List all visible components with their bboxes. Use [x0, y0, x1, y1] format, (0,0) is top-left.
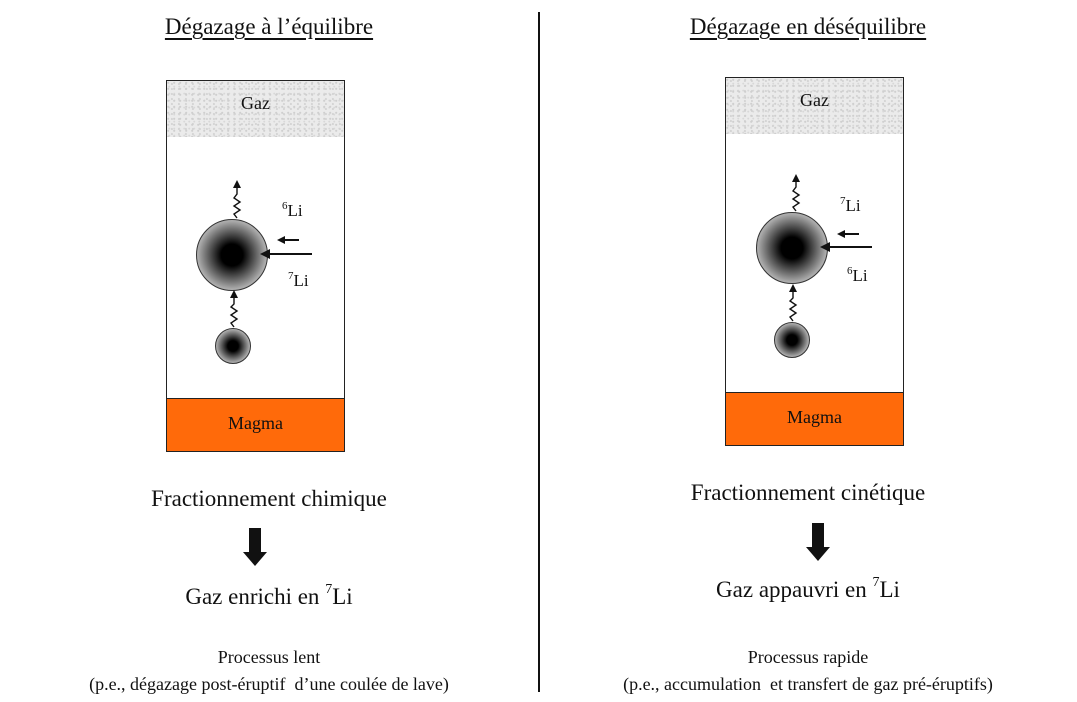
- small-bubble: [774, 322, 810, 358]
- down-arrow-icon: [243, 528, 267, 566]
- wavy-up-arrow-icon: [232, 186, 242, 219]
- magma-label: Magma: [787, 407, 842, 427]
- isotope-label-top: 6Li: [282, 200, 303, 220]
- gas-result: Gaz appauvri en 7Li: [716, 575, 900, 602]
- isotope-label-top: 7Li: [840, 195, 861, 215]
- equilibrium-arrows: [229, 180, 312, 328]
- wavy-up-arrow-icon: [229, 296, 239, 328]
- gas-layer: Gaz: [167, 81, 344, 137]
- equilibrium-panel: Dégazage à l’équilibre Gaz Magma 6Li: [0, 0, 538, 702]
- disequilibrium-chamber: Gaz Magma: [725, 77, 904, 446]
- fractionation-type: Fractionnement cinétique: [690, 480, 926, 505]
- disequilibrium-title: Dégazage en déséquilibre: [689, 14, 927, 39]
- magma-label: Magma: [228, 413, 283, 433]
- wavy-up-arrow-icon: [788, 290, 798, 322]
- gas-label: Gaz: [241, 93, 270, 113]
- wavy-up-arrow-icon: [791, 180, 801, 212]
- process-speed: Processus lent: [217, 647, 321, 667]
- process-speed: Processus rapide: [747, 647, 869, 667]
- process-example: (p.e., dégazage post-éruptif d’une coulé…: [89, 674, 449, 694]
- down-arrow-icon: [806, 523, 830, 561]
- isotope-label-bottom: 7Li: [288, 270, 309, 290]
- process-example: (p.e., accumulation et transfert de gaz …: [623, 674, 993, 694]
- isotope-label-bottom: 6Li: [847, 265, 868, 285]
- small-bubble: [215, 328, 251, 364]
- disequilibrium-panel: Dégazage en déséquilibre Gaz Magma 7Li: [539, 0, 1077, 702]
- large-bubble: [196, 219, 268, 291]
- gas-layer: Gaz: [726, 78, 903, 134]
- equilibrium-title: Dégazage à l’équilibre: [164, 14, 374, 39]
- gas-label: Gaz: [800, 90, 829, 110]
- magma-layer: Magma: [726, 392, 903, 445]
- large-bubble: [756, 212, 828, 284]
- disequilibrium-arrows: [788, 174, 872, 322]
- magma-layer: Magma: [167, 398, 344, 451]
- panel-divider: [538, 12, 540, 692]
- gas-result: Gaz enrichi en 7Li: [185, 582, 353, 609]
- fractionation-type: Fractionnement chimique: [151, 486, 387, 511]
